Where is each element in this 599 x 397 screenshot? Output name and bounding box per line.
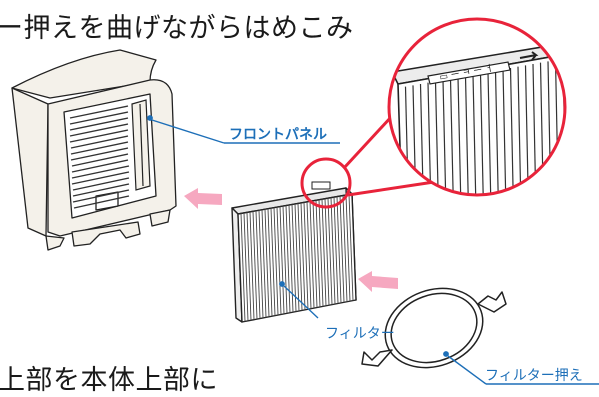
filter-pleat-line (294, 203, 300, 312)
insert-arrow-right (358, 271, 398, 292)
front-panel-rail (131, 99, 151, 191)
filter-pleat-line (324, 198, 330, 306)
insert-arrow-left (184, 188, 222, 209)
filter-pleat-line (312, 200, 318, 308)
filter-pleat-line (240, 213, 246, 322)
filter-pleat-line (339, 196, 345, 303)
filter-pleat-line (300, 202, 306, 310)
filter-pleat-line (285, 205, 291, 313)
instruction-text-top: ー押えを曲げながらはめこみ (0, 13, 354, 44)
filter-holder-drawing (361, 287, 507, 369)
filter-pleat-line (315, 200, 321, 307)
filter-label: フィルター (325, 326, 395, 342)
zoom-pleat-line (464, 75, 470, 195)
filter-pleat-line (297, 203, 303, 311)
front-panel-leader (147, 115, 340, 144)
zoom-pleat-line (472, 74, 477, 195)
filter-pleat-line (333, 197, 339, 304)
filter-pleat-line (348, 194, 354, 301)
zoom-pleat-line (562, 58, 565, 195)
filter-pleat-line (318, 199, 324, 307)
zoom-pleat-line (449, 78, 455, 195)
filter-pleat-line (279, 206, 285, 314)
filter-pleat-line (303, 202, 309, 310)
filter-pleat-line (261, 209, 267, 318)
filter-pleat-line (270, 208, 276, 316)
zoom-pleat-line (479, 73, 485, 195)
front-panel-grille (69, 105, 130, 209)
front-panel-drawing (11, 49, 177, 251)
filter-pleat-line (321, 199, 327, 306)
filter-pleats (240, 194, 354, 322)
filter-pleat-line (252, 211, 258, 320)
filter-pleat-line (342, 195, 348, 302)
filter-pleat-line (243, 212, 249, 321)
filter-pleat-line (291, 204, 297, 312)
filter-pleat-line (345, 195, 351, 302)
zoom-pleat-line (487, 71, 492, 195)
filter-tab (311, 181, 331, 190)
filter-pleat-line (264, 209, 270, 317)
zoom-pleat-line (457, 77, 462, 195)
filter-pleat-line (255, 210, 261, 319)
filter-pleat-line (249, 211, 255, 320)
zoom-pleat-line (571, 57, 574, 210)
filter-pleat-line (267, 208, 273, 317)
filter-holder-leader (443, 351, 599, 385)
filter-holder-label: フィルター押え (485, 368, 583, 384)
zoom-pleat-line (494, 70, 500, 195)
zoom-pleat-line (502, 69, 507, 195)
filter-pleat-line (336, 196, 342, 303)
filter-pleat-line (330, 197, 336, 305)
filter-pleat-line (258, 210, 264, 318)
filter-pleat-line (327, 198, 333, 305)
front-panel-label: フロントパネル (229, 127, 327, 143)
filter-leader (279, 281, 319, 319)
filter-pleat-line (306, 201, 312, 309)
filter-pleat-line (246, 212, 252, 321)
filter-pleat-line (282, 206, 288, 314)
detail-callout: ▭ ー ㅋ ー ㅓ (300, 17, 574, 210)
filter-pleat-line (273, 207, 279, 316)
filter-pleat-line (276, 207, 282, 315)
filter-pleat-line (309, 201, 315, 309)
